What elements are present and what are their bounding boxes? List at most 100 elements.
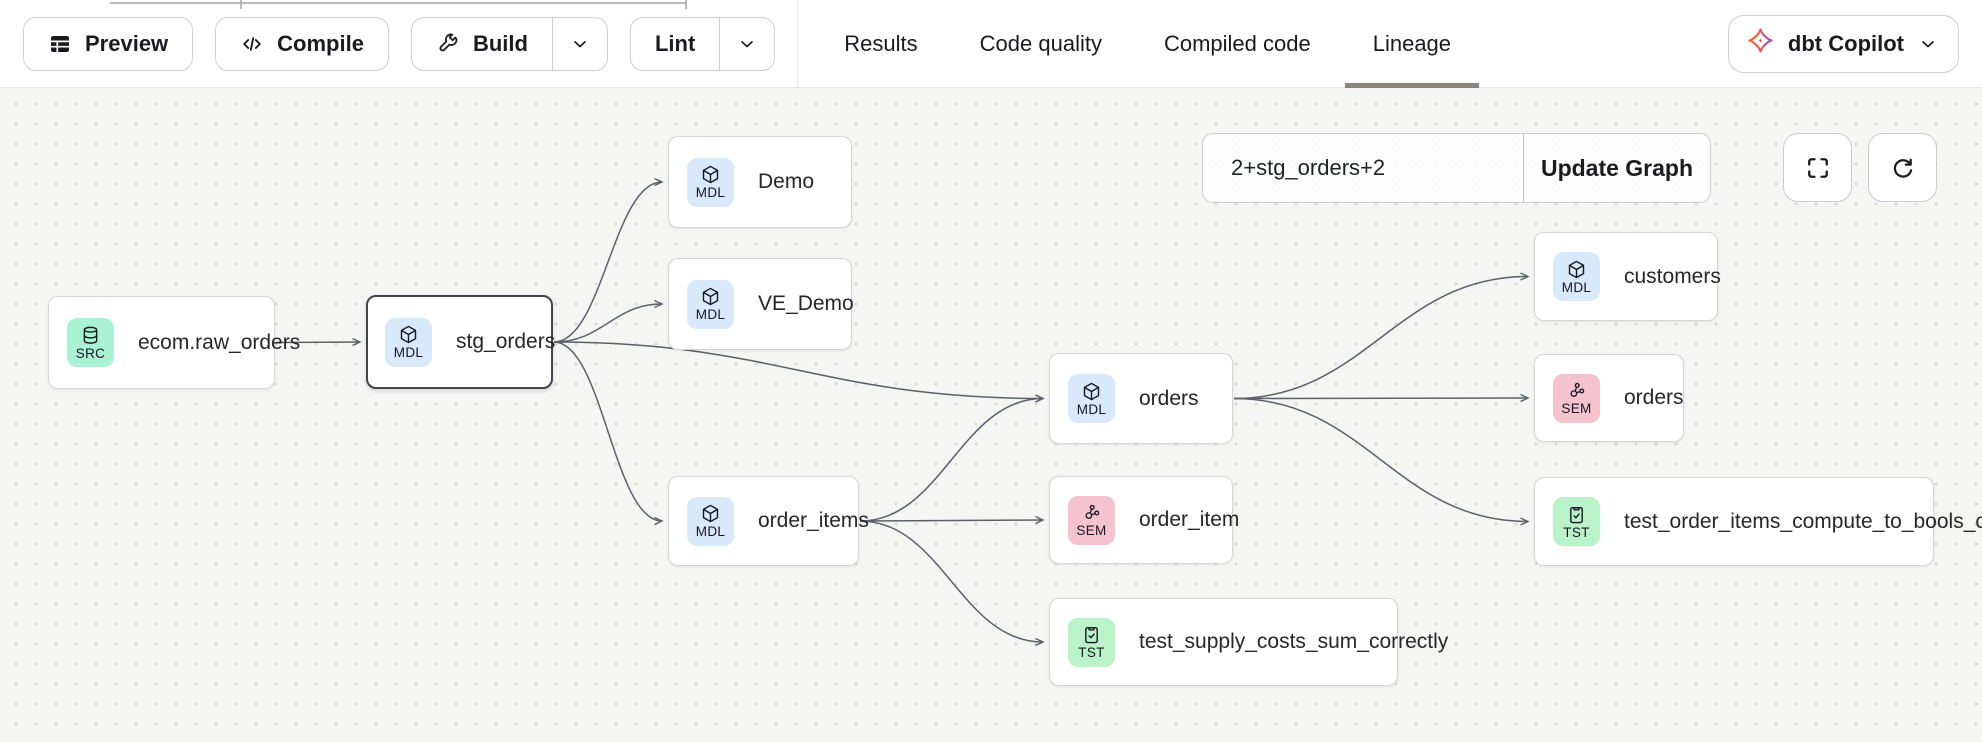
cube-icon — [702, 166, 719, 184]
cube-badge: MDL — [1068, 374, 1115, 423]
lineage-node-customers[interactable]: MDL customers — [1534, 232, 1721, 321]
lineage-node-ve_demo[interactable]: MDL VE_Demo — [668, 258, 854, 350]
edge-stg_orders-to-demo — [553, 182, 662, 343]
cube-icon — [702, 505, 719, 523]
dbt-copilot-logo-icon — [1747, 27, 1774, 60]
cube-icon — [1568, 260, 1585, 278]
node-type-code: MDL — [695, 307, 726, 323]
update-graph-button[interactable]: Update Graph — [1540, 154, 1694, 181]
top-toolbar: Preview Compile Build Lint — [0, 0, 1982, 88]
node-type-code: TST — [1078, 645, 1105, 661]
edge-orders_mdl-to-test_order_items — [1233, 397, 1528, 522]
compile-button[interactable]: Compile — [215, 16, 389, 71]
lineage-node-orders_sem[interactable]: SEM orders — [1534, 354, 1684, 442]
lint-button[interactable]: Lint — [631, 18, 719, 70]
node-label: test_supply_costs_sum_correctly — [1139, 630, 1449, 653]
lineage-node-orders_mdl[interactable]: MDL orders — [1049, 353, 1233, 444]
code-icon — [240, 32, 264, 56]
fullscreen-icon — [1804, 154, 1832, 182]
lineage-node-test_supply[interactable]: TST test_supply_costs_sum_correctly — [1049, 598, 1448, 686]
refresh-button[interactable] — [1868, 133, 1937, 202]
lineage-selector-input[interactable]: 2+stg_orders+2 — [1231, 155, 1386, 180]
wrench-icon — [436, 32, 460, 56]
build-button[interactable]: Build — [412, 18, 552, 70]
build-dropdown-toggle[interactable] — [551, 17, 607, 70]
clipboard-check-icon — [1085, 627, 1098, 644]
lint-split-button: Lint — [629, 16, 776, 71]
lint-dropdown-toggle[interactable] — [719, 17, 774, 70]
node-label: ecom.raw_orders — [138, 330, 301, 354]
node-label: customers — [1624, 264, 1721, 288]
node-label: order_items — [758, 509, 869, 532]
edge-ecom_raw_orders-to-stg_orders — [275, 342, 360, 343]
lineage-node-demo[interactable]: MDL Demo — [668, 136, 852, 228]
node-type-code: MDL — [1561, 279, 1592, 295]
fullscreen-button[interactable] — [1783, 133, 1852, 202]
selector-divider — [1523, 134, 1524, 202]
edge-order_items-to-test_supply — [859, 520, 1043, 642]
node-type-code: MDL — [695, 524, 726, 540]
node-label: orders — [1624, 386, 1684, 409]
tab-compiled-code[interactable]: Compiled code — [1163, 30, 1311, 56]
database-icon — [83, 326, 98, 344]
node-type-code: MDL — [393, 345, 424, 361]
node-type-code: TST — [1563, 524, 1590, 540]
lineage-node-test_order_items[interactable]: TST test_order_items_compute_to_bools_c..… — [1534, 477, 1982, 566]
network-icon — [1085, 505, 1100, 520]
lineage-node-stg_orders[interactable]: MDL stg_orders — [366, 295, 556, 389]
build-split-button: Build — [410, 16, 608, 71]
node-type-code: MDL — [1076, 401, 1107, 417]
tab-results[interactable]: Results — [844, 30, 918, 56]
node-type-code: SEM — [1076, 523, 1107, 539]
editor-tab-boundary — [685, 0, 687, 9]
node-label: VE_Demo — [758, 292, 854, 315]
action-buttons: Preview Compile Build Lint — [23, 16, 776, 71]
cube-icon — [400, 326, 417, 344]
node-label: test_order_items_compute_to_bools_c... — [1624, 509, 1982, 533]
tab-lineage[interactable]: Lineage — [1344, 0, 1480, 88]
node-label: order_item — [1139, 508, 1240, 531]
toolbar-divider — [797, 0, 799, 88]
cube-badge: MDL — [1553, 252, 1600, 301]
result-tabs: Results Code quality Compiled code Linea… — [842, 0, 1480, 88]
dbt-copilot-button[interactable]: dbt Copilot — [1727, 14, 1959, 73]
refresh-icon — [1889, 154, 1917, 182]
preview-button[interactable]: Preview — [23, 16, 194, 71]
clipboard-check-badge: TST — [1068, 617, 1115, 667]
cube-badge: MDL — [687, 496, 734, 546]
node-label: orders — [1139, 386, 1199, 410]
dbt-copilot-label: dbt Copilot — [1787, 30, 1904, 56]
editor-tabbar-edge — [110, 2, 686, 4]
lineage-node-order_item_sem[interactable]: SEM order_item — [1049, 476, 1239, 564]
network-icon — [1570, 383, 1585, 398]
chevron-down-icon — [1918, 34, 1938, 54]
lineage-node-ecom_raw_orders[interactable]: SRC ecom.raw_orders — [48, 296, 300, 389]
preview-label: Preview — [85, 30, 169, 56]
node-type-code: SRC — [75, 345, 106, 361]
cube-icon — [702, 288, 719, 306]
node-type-code: SEM — [1561, 401, 1592, 417]
cube-badge: MDL — [385, 317, 432, 367]
node-type-code: MDL — [695, 185, 726, 201]
cube-badge: MDL — [687, 157, 734, 207]
lineage-node-order_items[interactable]: MDL order_items — [668, 476, 869, 566]
chevron-down-icon — [737, 34, 757, 54]
edge-stg_orders-to-orders_mdl — [553, 341, 1043, 399]
node-label: stg_orders — [456, 330, 556, 353]
edge-order_items-to-order_item_sem — [859, 520, 1043, 521]
node-label: Demo — [758, 170, 815, 193]
network-badge: SEM — [1553, 373, 1600, 423]
tab-code-quality[interactable]: Code quality — [979, 30, 1102, 56]
build-label: Build — [472, 30, 528, 56]
edge-orders_mdl-to-orders_sem — [1233, 398, 1528, 399]
lineage-edges-layer — [275, 88, 1982, 742]
cube-icon — [1083, 382, 1100, 400]
chevron-down-icon — [570, 34, 590, 54]
clipboard-check-icon — [1570, 506, 1583, 523]
database-badge: SRC — [67, 318, 114, 367]
lineage-selector-bar: 2+stg_orders+2 Update Graph — [1202, 133, 1711, 203]
cube-badge: MDL — [687, 279, 734, 329]
network-badge: SEM — [1068, 495, 1115, 545]
table-icon — [48, 32, 72, 56]
